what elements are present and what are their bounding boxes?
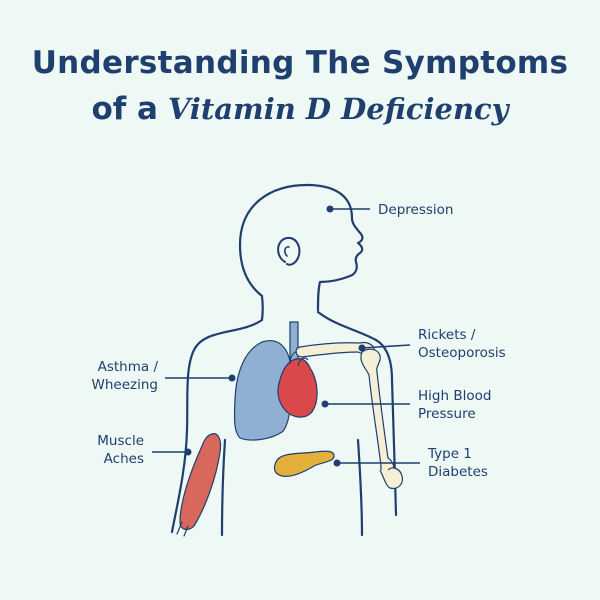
forearm-bone-icon	[379, 467, 403, 489]
label-hbp-line2: Pressure	[418, 406, 476, 422]
label-asthma: Asthma / Wheezing	[60, 358, 158, 394]
muscle-tendon-icon	[176, 521, 189, 537]
label-asthma-line1: Asthma /	[97, 359, 158, 375]
torso-right-line	[356, 438, 364, 537]
connector-high-blood-pressure	[321, 400, 410, 408]
label-rickets: Rickets / Osteoporosis	[418, 326, 506, 362]
label-type1-diabetes: Type 1 Diabetes	[428, 445, 488, 481]
title-emphasis: Vitamin D Deficiency	[167, 92, 509, 126]
label-hbp-line1: High Blood	[418, 388, 492, 404]
muscle-icon	[179, 433, 222, 531]
label-diabetes-line1: Type 1	[428, 446, 472, 462]
connector-diabetes	[333, 459, 420, 467]
body-outline	[170, 183, 364, 534]
connector-rickets	[358, 344, 411, 352]
connector-asthma	[165, 374, 236, 382]
page-title: Understanding The Symptoms	[31, 45, 569, 81]
label-asthma-line2: Wheezing	[91, 377, 158, 393]
connector-muscle	[152, 448, 192, 456]
label-depression-text: Depression	[378, 202, 454, 218]
pancreas-icon	[273, 450, 335, 477]
page-title-line2: of a Vitamin D Deficiency	[0, 90, 600, 128]
label-muscle-line1: Muscle	[97, 433, 144, 449]
heart-icon	[277, 358, 318, 418]
torso-left-line	[220, 438, 227, 537]
label-muscle-aches: Muscle Aches	[60, 432, 144, 468]
body-outline-right-shoulder	[316, 310, 398, 517]
label-diabetes-line2: Diabetes	[428, 464, 488, 480]
title-prefix: of a	[91, 91, 158, 127]
label-muscle-line2: Aches	[103, 451, 144, 467]
arm-bone-icon	[360, 348, 395, 475]
label-depression: Depression	[378, 201, 453, 219]
label-high-blood-pressure: High Blood Pressure	[418, 387, 491, 423]
ear-icon	[277, 236, 301, 266]
connector-depression	[326, 205, 370, 213]
label-rickets-line2: Osteoporosis	[418, 345, 506, 361]
ear-inner-icon	[284, 246, 290, 257]
label-rickets-line1: Rickets /	[418, 327, 476, 343]
